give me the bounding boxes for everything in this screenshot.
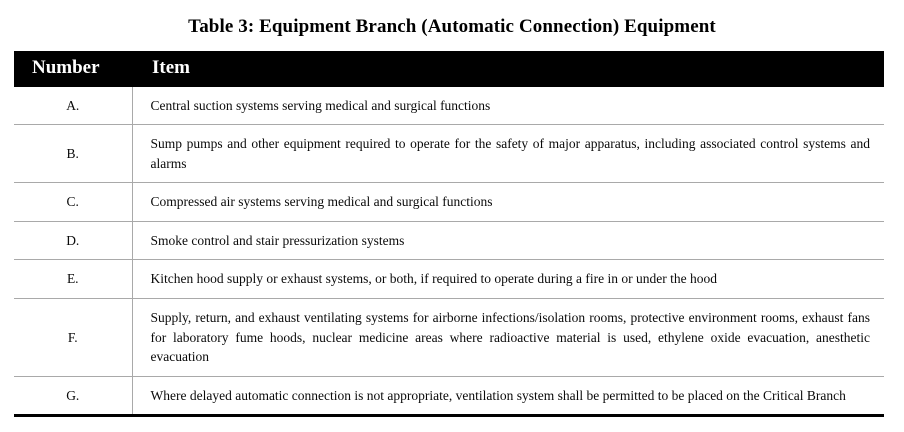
row-number: G.: [14, 376, 133, 416]
page-title: Table 3: Equipment Branch (Automatic Con…: [188, 16, 716, 37]
row-number: E.: [14, 259, 133, 299]
row-number: C.: [14, 182, 133, 222]
row-number: F.: [14, 298, 133, 377]
table-row: F. Supply, return, and exhaust ventilati…: [14, 298, 884, 377]
row-number: D.: [14, 221, 133, 261]
equipment-table: Number Item A. Central suction systems s…: [14, 50, 884, 418]
table-row: C. Compressed air systems serving medica…: [14, 182, 884, 222]
column-header-item: Item: [132, 50, 884, 87]
table-row: A. Central suction systems serving medic…: [14, 86, 884, 126]
row-item: Where delayed automatic connection is no…: [132, 376, 884, 416]
table-header-row: Number Item: [14, 50, 884, 87]
table-row: D. Smoke control and stair pressurizatio…: [14, 221, 884, 261]
table-body: A. Central suction systems serving medic…: [14, 86, 884, 416]
row-item: Sump pumps and other equipment required …: [132, 124, 884, 184]
table-row: E. Kitchen hood supply or exhaust system…: [14, 259, 884, 299]
table-row: B. Sump pumps and other equipment requir…: [14, 124, 884, 184]
row-number: B.: [14, 124, 133, 184]
column-header-number: Number: [14, 50, 132, 87]
table-header: Number Item: [14, 50, 884, 87]
row-item: Smoke control and stair pressurization s…: [132, 221, 884, 261]
table-row: G. Where delayed automatic connection is…: [14, 376, 884, 416]
row-item: Central suction systems serving medical …: [132, 86, 884, 126]
row-number: A.: [14, 86, 133, 126]
table-container: Number Item A. Central suction systems s…: [14, 50, 884, 418]
row-item: Supply, return, and exhaust ventilating …: [132, 298, 884, 377]
row-item: Compressed air systems serving medical a…: [132, 182, 884, 222]
row-item: Kitchen hood supply or exhaust systems, …: [132, 259, 884, 299]
